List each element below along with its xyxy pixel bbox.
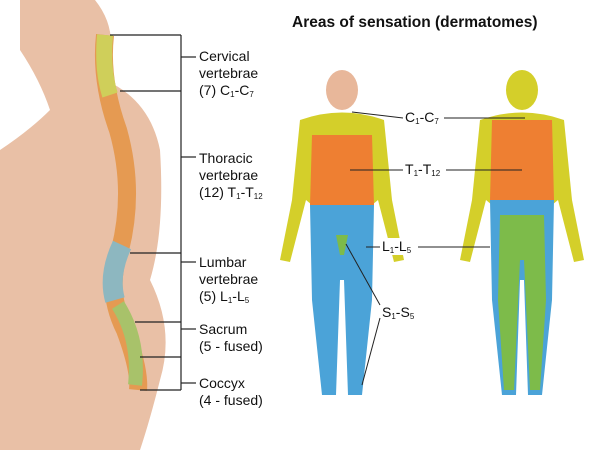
range-end: C [239,82,250,98]
label-count: (5) [199,288,217,304]
dermatome-label-sacral: S1-S5 [381,304,416,321]
range-end: L [236,288,245,304]
letter: S [400,304,410,320]
label-sacrum: Sacrum (5 - fused) [199,321,263,355]
end-sub: 7 [434,117,439,126]
label-name: Thoracic [199,150,253,166]
range-start: C [220,82,231,98]
letter: S [382,304,392,320]
label-lumbar: Lumbar vertebrae (5) L1-L5 [199,254,259,305]
end-sub: 12 [431,169,441,178]
label-count: (7) [199,82,217,98]
label-cervical: Cervical vertebrae (7) C1-C7 [199,48,259,99]
range-end-sub: 5 [244,296,250,305]
label-name: Coccyx [199,375,245,391]
letter: T [405,161,414,177]
bracket-lines [110,34,196,391]
start-sub: 1 [415,117,420,126]
start-sub: 1 [391,312,396,321]
label-line2: vertebrae [199,271,259,287]
label-count: (12) [199,184,224,200]
range-start-sub: 1 [230,90,235,99]
letter: T [422,161,432,177]
range-start-sub: 1 [227,296,233,305]
label-line2: (4 - fused) [199,392,263,408]
letter: C [405,109,416,125]
dermatome-label-cervical: C1-C7 [404,109,440,126]
sacrum-segment [111,301,143,386]
label-name: Sacrum [199,321,248,337]
range-start: T [227,184,237,200]
range-end-sub: 7 [249,90,254,99]
label-thoracic: Thoracic vertebrae (12) T1-T12 [199,150,263,201]
label-name: Lumbar [199,254,247,270]
diagram-title: Areas of sensation (dermatomes) [292,14,538,31]
label-name: Cervical [199,48,250,64]
letter: L [398,238,407,254]
letter: L [382,238,390,254]
dermatome-leader-lines [345,111,525,386]
label-line2: vertebrae [199,167,259,183]
front-body [280,70,404,395]
start-sub: 1 [389,246,395,255]
back-body [460,70,584,395]
label-coccyx: Coccyx (4 - fused) [199,375,263,409]
cervical-segment [96,34,118,98]
range-start-sub: 1 [236,192,241,201]
start-sub: 1 [413,169,419,178]
label-line2: (5 - fused) [199,338,263,354]
letter: C [424,109,435,125]
range-end-sub: 12 [253,192,263,201]
range-end: T [245,184,254,200]
dermatome-label-lumbar: L1-L5 [381,238,413,255]
dermatome-label-thoracic: T1-T12 [404,161,442,178]
lumbar-segment [102,240,132,303]
range-start: L [220,288,228,304]
end-sub: 5 [406,246,412,255]
end-sub: 5 [409,312,415,321]
label-line2: vertebrae [199,65,259,81]
